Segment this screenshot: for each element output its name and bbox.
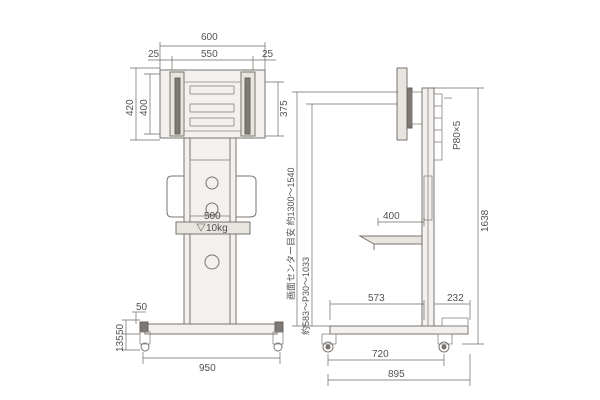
dim-720: 720 [372, 349, 389, 360]
dim-25-right: 25 [262, 49, 274, 60]
adjust-range-label: 約583～P30～1033 [300, 257, 311, 335]
dim-50-top: 50 [136, 302, 148, 313]
dim-400-shelf: 400 [383, 211, 400, 222]
side-bracket [396, 67, 423, 141]
front-left-dimensions [130, 67, 165, 141]
side-right-dimension [432, 87, 484, 345]
vesa-bracket [159, 69, 266, 139]
front-view: 600 550 25 25 420 400 375 [115, 32, 290, 374]
dim-600: 600 [201, 32, 218, 43]
front-base [139, 321, 284, 352]
center-height-label: 画面センター目安 約1300～1540 [285, 167, 296, 300]
dim-1638: 1638 [480, 209, 491, 232]
dim-420: 420 [125, 99, 136, 116]
dim-25-left: 25 [148, 49, 160, 60]
side-bottom-dimensions [327, 300, 471, 386]
pole-size-label: P80×5 [452, 120, 463, 150]
dim-135: 135 [115, 335, 126, 352]
front-shelf [166, 175, 257, 235]
side-view: P80×5 400 画面センター目安 [285, 67, 491, 386]
dim-950: 950 [199, 363, 216, 374]
dim-895: 895 [388, 369, 405, 380]
dim-573: 573 [368, 293, 385, 304]
load-10kg: 10kg [206, 223, 228, 234]
side-pole [421, 87, 443, 329]
load-arrow-icon [196, 223, 206, 232]
front-base-dimensions [122, 311, 281, 364]
dim-500: 500 [204, 211, 221, 222]
side-base [321, 317, 469, 353]
dim-375: 375 [279, 100, 290, 117]
side-shelf [358, 218, 425, 250]
dim-50-left: 50 [115, 323, 126, 335]
dim-550: 550 [201, 49, 218, 60]
side-left-dimensions [292, 91, 398, 327]
dim-232: 232 [447, 293, 464, 304]
front-top-dimensions [148, 42, 276, 80]
dim-400: 400 [139, 99, 150, 116]
front-right-dimension [262, 81, 284, 137]
